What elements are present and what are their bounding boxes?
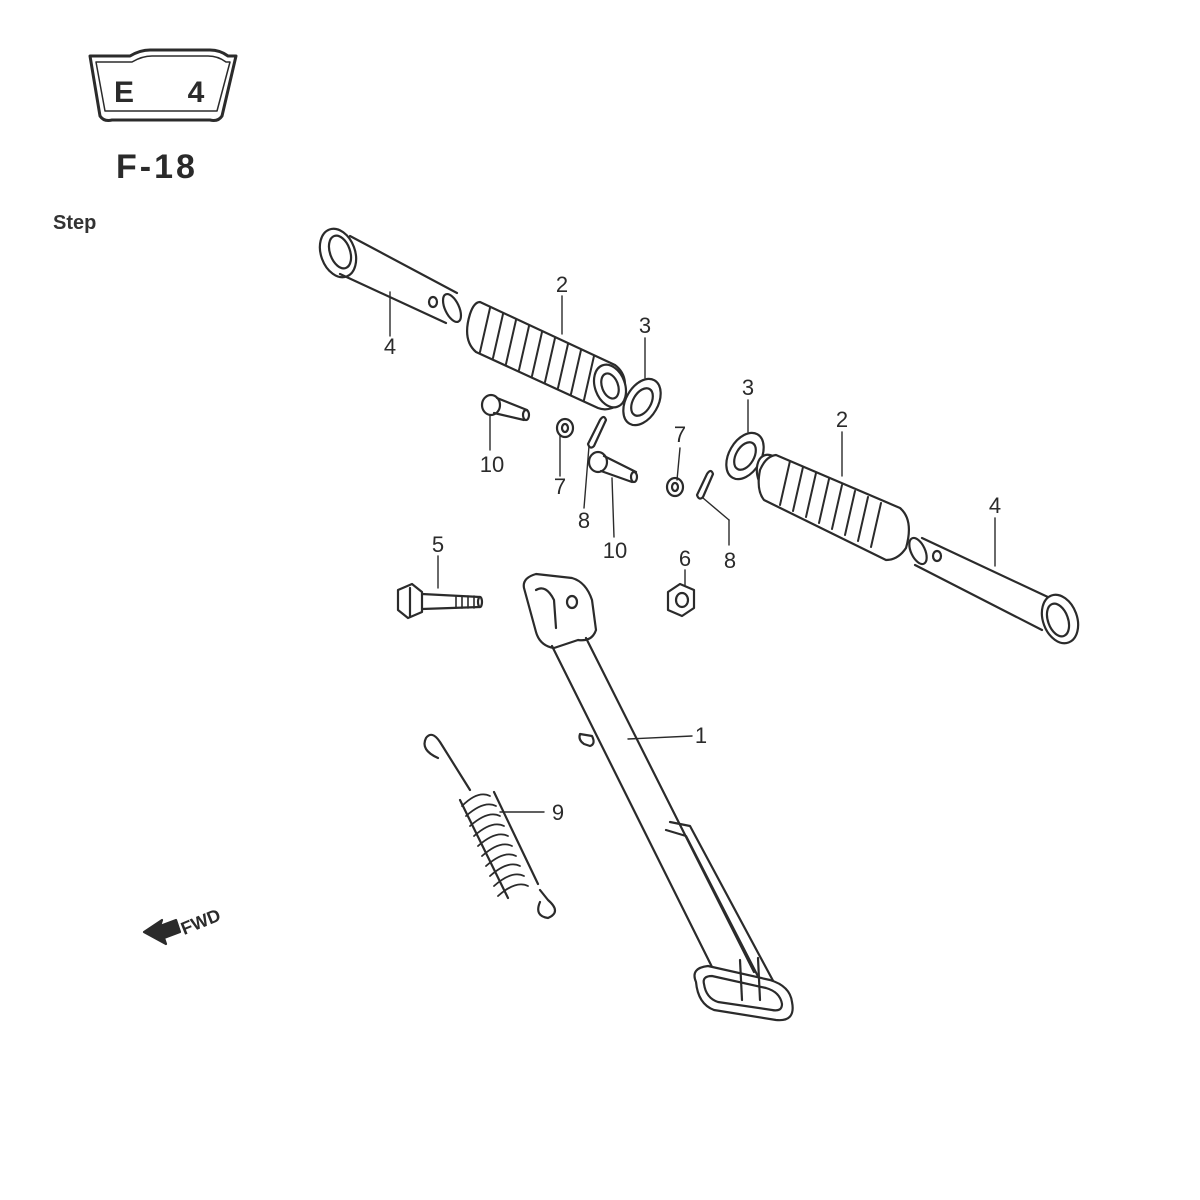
callout-10-left: 10 — [480, 452, 504, 477]
callout-3-right: 3 — [742, 375, 754, 400]
callout-2-left: 2 — [556, 272, 568, 297]
side-stand — [522, 572, 794, 1022]
callout-1: 1 — [695, 723, 707, 748]
figure-code: F-18 — [116, 148, 198, 186]
cotter-pin-right — [695, 469, 715, 500]
hex-nut — [666, 582, 696, 618]
callout-4-left: 4 — [384, 334, 396, 359]
callout-7-right: 7 — [674, 422, 686, 447]
callout-labels: 4 2 3 10 7 8 10 7 8 3 2 4 5 6 1 9 — [384, 272, 1001, 825]
step-rubber-right — [755, 453, 911, 562]
callout-10-right: 10 — [603, 538, 627, 563]
group-code-badge: E 4 — [88, 48, 238, 122]
forward-direction-marker: FWD — [142, 905, 223, 946]
return-spring — [423, 733, 557, 920]
clevis-pin-left — [480, 393, 531, 422]
callout-2-right: 2 — [836, 407, 848, 432]
callout-8-left: 8 — [578, 508, 590, 533]
section-title: Step — [53, 212, 97, 234]
small-washer-left — [555, 417, 575, 439]
washer-right — [725, 431, 765, 481]
callout-5: 5 — [432, 532, 444, 557]
callout-4-right: 4 — [989, 493, 1001, 518]
callout-3-left: 3 — [639, 313, 651, 338]
callout-7-left: 7 — [554, 474, 566, 499]
cotter-pin-left — [586, 415, 608, 449]
callout-8-right: 8 — [724, 548, 736, 573]
small-washer-right — [665, 476, 685, 498]
clevis-pin-right — [587, 450, 639, 484]
pivot-bolt — [396, 582, 484, 620]
step-pin-left — [318, 227, 463, 325]
step-pin-right — [908, 536, 1080, 645]
forward-label: FWD — [178, 905, 223, 939]
leader-lines — [389, 291, 996, 813]
group-code-number: 4 — [188, 76, 205, 109]
washer-left — [622, 377, 662, 427]
group-code-letter: E — [114, 76, 134, 109]
step-rubber-left — [465, 300, 628, 411]
callout-9: 9 — [552, 800, 564, 825]
callout-6: 6 — [679, 546, 691, 571]
